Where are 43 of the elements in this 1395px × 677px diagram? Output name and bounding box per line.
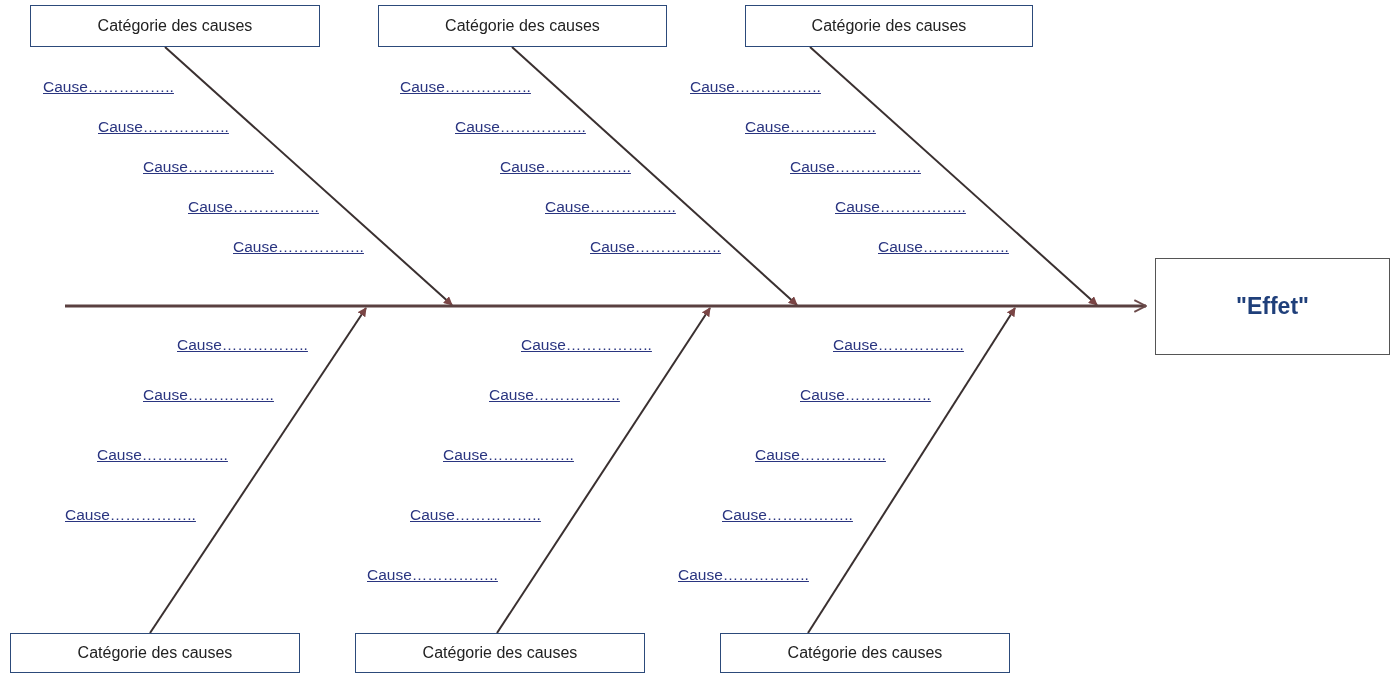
cause-label: Cause…………….. bbox=[43, 78, 174, 96]
cause-label: Cause…………….. bbox=[521, 336, 652, 354]
cause-label: Cause…………….. bbox=[143, 386, 274, 404]
cause-label: Cause…………….. bbox=[833, 336, 964, 354]
arrow bbox=[809, 46, 1098, 306]
cause-label: Cause…………….. bbox=[188, 198, 319, 216]
cause-label: Cause…………….. bbox=[177, 336, 308, 354]
arrow bbox=[511, 46, 798, 306]
cause-label: Cause…………….. bbox=[233, 238, 364, 256]
category-box: Catégorie des causes bbox=[10, 633, 300, 673]
category-box: Catégorie des causes bbox=[30, 5, 320, 47]
cause-label: Cause…………….. bbox=[400, 78, 531, 96]
cause-label: Cause…………….. bbox=[722, 506, 853, 524]
category-box: Catégorie des causes bbox=[720, 633, 1010, 673]
cause-label: Cause…………….. bbox=[800, 386, 931, 404]
arrow bbox=[149, 307, 367, 634]
arrow bbox=[807, 307, 1016, 634]
cause-label: Cause…………….. bbox=[98, 118, 229, 136]
cause-label: Cause…………….. bbox=[410, 506, 541, 524]
arrow bbox=[496, 307, 711, 634]
cause-label: Cause…………….. bbox=[367, 566, 498, 584]
cause-label: Cause…………….. bbox=[545, 198, 676, 216]
cause-label: Cause…………….. bbox=[500, 158, 631, 176]
arrow bbox=[164, 46, 453, 306]
category-box: Catégorie des causes bbox=[378, 5, 667, 47]
effect-box: "Effet" bbox=[1155, 258, 1390, 355]
cause-label: Cause…………….. bbox=[835, 198, 966, 216]
cause-label: Cause…………….. bbox=[455, 118, 586, 136]
cause-label: Cause…………….. bbox=[755, 446, 886, 464]
cause-label: Cause…………….. bbox=[590, 238, 721, 256]
cause-label: Cause…………….. bbox=[745, 118, 876, 136]
cause-label: Cause…………….. bbox=[878, 238, 1009, 256]
spine-arrow bbox=[65, 299, 1147, 313]
cause-label: Cause…………….. bbox=[65, 506, 196, 524]
cause-label: Cause…………….. bbox=[790, 158, 921, 176]
cause-label: Cause…………….. bbox=[489, 386, 620, 404]
category-box: Catégorie des causes bbox=[355, 633, 645, 673]
cause-label: Cause…………….. bbox=[143, 158, 274, 176]
cause-label: Cause…………….. bbox=[690, 78, 821, 96]
cause-label: Cause…………….. bbox=[97, 446, 228, 464]
category-box: Catégorie des causes bbox=[745, 5, 1033, 47]
cause-label: Cause…………….. bbox=[678, 566, 809, 584]
cause-label: Cause…………….. bbox=[443, 446, 574, 464]
